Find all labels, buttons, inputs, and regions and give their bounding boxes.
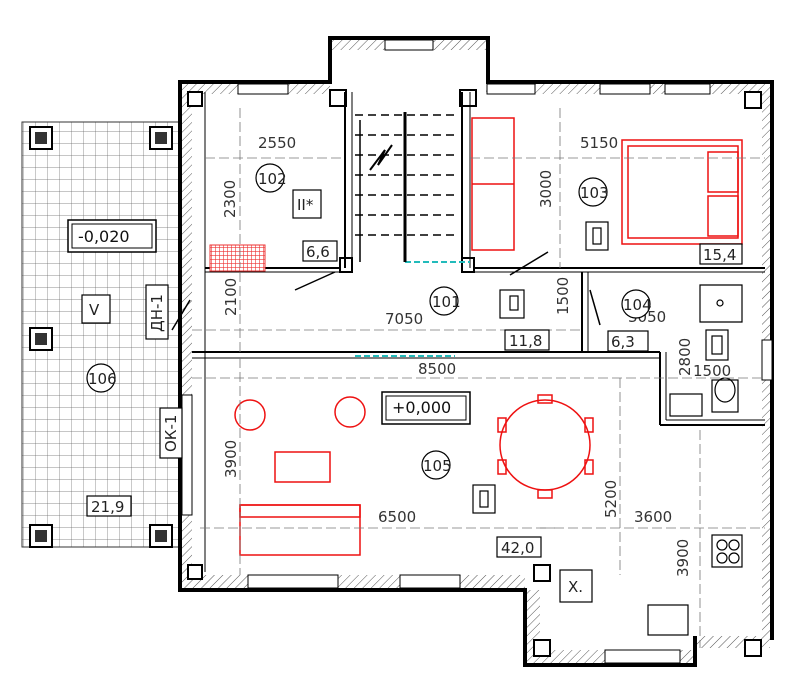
room-number-104: 104 [623,296,652,314]
room-area-101: 11,8 [509,332,542,350]
door-mark-label: ОК-1 [162,415,180,452]
armchair-right [334,396,366,428]
dim-label: 1500 [554,277,572,315]
level-marks: +0,000 -0,020 [67,219,471,425]
dining-table [499,399,591,491]
dim-label: 6500 [378,508,416,526]
room-area-boxes [86,240,743,558]
door-marks [81,189,729,603]
dim-label: 2100 [222,278,240,316]
heater-block [209,244,266,272]
sofa [239,504,361,556]
furniture [234,117,743,556]
room-number-103: 103 [580,184,609,202]
door-mark-label: V [89,301,100,319]
staircase [355,112,455,262]
dim-label: 1500 [693,362,731,380]
room-area-104: 6,3 [611,333,635,351]
dim-label: 2550 [258,134,296,152]
room-area-102: 6,6 [306,243,330,261]
room-number-101: 101 [432,293,461,311]
room-number-106: 106 [88,370,117,388]
dim-label: 7050 [385,310,423,328]
level-main: +0,000 [392,398,451,417]
room-markers [86,163,651,480]
room-area-103: 15,4 [703,246,736,264]
room-number-102: 102 [258,170,287,188]
dim-label: 8500 [418,360,456,378]
room-numbers: 102 103 101 104 105 106 [88,170,652,475]
dim-label: 3900 [674,539,692,577]
coffee-table [274,451,331,483]
dim-label: 2800 [676,338,694,376]
kitchen-sink [647,604,689,636]
door-mark-label: Х. [568,578,583,596]
dimension-labels: 2550 5150 2300 3000 2100 7050 1500 3050 … [221,134,731,577]
bed [621,139,743,245]
door-mark-label: ДН-1 [148,294,166,332]
door-mark-labels: II* V ДН-1 ОК-1 Х. [89,196,583,596]
room-area-106: 21,9 [91,498,124,516]
toilet [711,379,739,413]
dim-label: 3900 [222,440,240,478]
room-number-105: 105 [423,457,452,475]
dim-label: 2300 [221,180,239,218]
room-area-105: 42,0 [501,539,534,557]
armchair-left [234,399,266,431]
room-areas: 6,6 15,4 11,8 6,3 42,0 21,9 [91,243,736,557]
dim-label: 5200 [602,480,620,518]
dim-label: 3600 [634,508,672,526]
dim-label: 5150 [580,134,618,152]
door-swings [171,251,601,331]
stove [711,534,743,568]
level-terrace: -0,020 [78,227,130,246]
dim-label: 3000 [537,170,555,208]
door-mark-label: II* [297,196,314,214]
exterior-walls [178,36,774,667]
